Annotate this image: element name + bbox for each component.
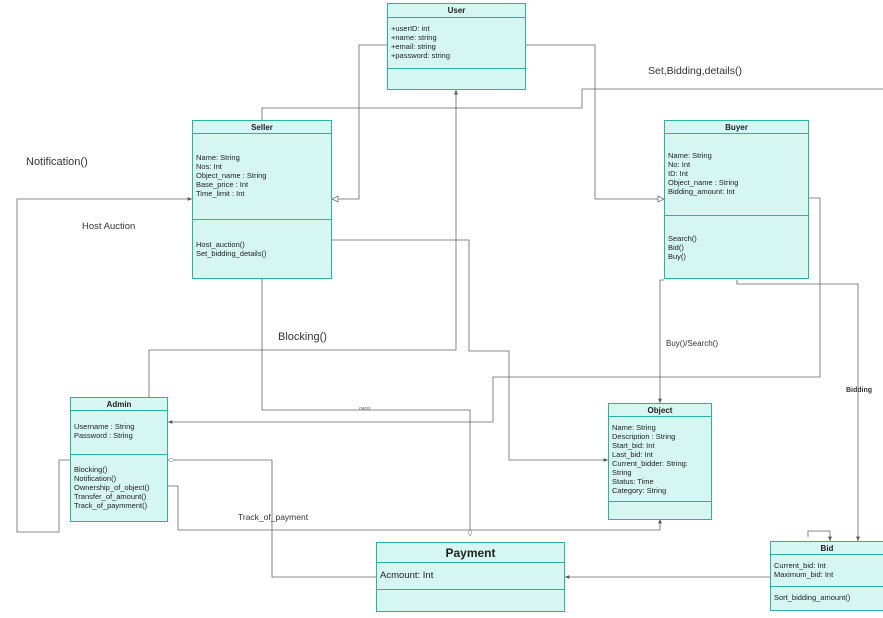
attribute: Password : String: [74, 431, 133, 440]
class-buyer-attributes: Name: String No: Int ID: Int Object_name…: [665, 151, 808, 215]
method: Search(): [668, 234, 697, 243]
method: Transfer_of_amount(): [74, 492, 147, 501]
class-admin-title: Admin: [71, 398, 167, 411]
attribute: Acmount: Int: [380, 570, 434, 581]
label-host-auction: Host Auction: [82, 221, 136, 232]
edge-seller-owns-payment: [261, 279, 473, 537]
class-seller-title: Seller: [193, 121, 331, 134]
attribute: Last_bid: Int: [612, 450, 653, 459]
label-owns: owns: [359, 406, 371, 412]
class-bid-title: Bid: [771, 542, 883, 555]
attribute: +userID: int: [391, 24, 430, 33]
class-user[interactable]: User +userID: int +name: string +email: …: [387, 3, 526, 90]
attribute: +password: string: [391, 51, 450, 60]
class-payment-methods: [377, 589, 564, 611]
label-track-of-payment: Track_of_payment: [238, 512, 309, 522]
attribute: Current_bid: Int: [774, 561, 826, 570]
attribute: Username : String: [74, 422, 135, 431]
edge-seller-inherits-user: [332, 44, 387, 199]
edge-notification: [16, 197, 192, 533]
edge-seller-set-bidding-details: [261, 88, 883, 120]
attribute: Bidding_amount: Int: [668, 187, 735, 196]
method: Notification(): [74, 474, 117, 483]
method: Bid(): [668, 243, 684, 252]
class-buyer-title: Buyer: [665, 121, 808, 134]
label-buy-search: Buy()/Search(): [666, 339, 719, 348]
edge-seller-object: [332, 239, 608, 462]
attribute: Base_price : Int: [196, 180, 249, 189]
method: Ownership_of_object(): [74, 483, 150, 492]
class-user-attributes: +userID: int +name: string +email: strin…: [388, 24, 525, 68]
class-bid-methods: Sort_bidding_amount(): [771, 586, 883, 610]
class-payment-title: Payment: [377, 543, 564, 563]
edge-admin-blocking: [148, 90, 458, 397]
attribute: +email: string: [391, 42, 436, 51]
class-object-title: Object: [609, 404, 711, 417]
class-admin-attributes: Username : String Password : String: [71, 422, 167, 454]
class-object-attributes: Name: String Description : String Start_…: [609, 423, 711, 501]
attribute: Name: String: [612, 423, 656, 432]
attribute: ID: Int: [668, 169, 689, 178]
edge-admin-payment-aggregation: [167, 457, 376, 578]
attribute: Name: String: [196, 153, 240, 162]
class-payment-attributes: Acmount: Int: [377, 563, 564, 589]
label-bidding: Bidding: [846, 387, 873, 394]
attribute: String: [612, 468, 632, 477]
class-payment[interactable]: Payment Acmount: Int: [376, 542, 565, 612]
attribute: +name: string: [391, 33, 437, 42]
edge-bid-self: [807, 530, 832, 541]
edge-admin-track-payment: [168, 485, 662, 531]
class-admin[interactable]: Admin Username : String Password : Strin…: [70, 397, 168, 522]
method: Buy(): [668, 252, 686, 261]
attribute: Status: Time: [612, 477, 654, 486]
method: Host_auction(): [196, 240, 245, 249]
method: Set_bidding_details(): [196, 249, 267, 258]
label-notification: Notification(): [26, 156, 88, 168]
class-object[interactable]: Object Name: String Description : String…: [608, 403, 712, 520]
edge-buyer-inherits-user: [526, 44, 664, 199]
label-blocking: Blocking(): [278, 331, 327, 343]
class-buyer[interactable]: Buyer Name: String No: Int ID: Int Objec…: [664, 120, 809, 279]
method: Sort_bidding_amount(): [774, 593, 851, 602]
attribute: Name: String: [668, 151, 712, 160]
attribute: Object_name : String: [196, 171, 267, 180]
edge-buyer-admin: [168, 197, 821, 424]
class-bid-attributes: Current_bid: Int Maximum_bid: Int: [771, 561, 883, 586]
attribute: Maximum_bid: Int: [774, 570, 834, 579]
attribute: Start_bid: Int: [612, 441, 655, 450]
attribute: Time_limit : Int: [196, 189, 245, 198]
class-seller-attributes: Name: String Nos: Int Object_name : Stri…: [193, 153, 331, 219]
class-seller-methods: Host_auction() Set_bidding_details(): [193, 219, 331, 278]
class-user-title: User: [388, 4, 525, 18]
attribute: Current_bidder: String:: [612, 459, 688, 468]
class-buyer-methods: Search() Bid() Buy(): [665, 215, 808, 278]
attribute: Object_name : String: [668, 178, 739, 187]
method: Blocking(): [74, 465, 108, 474]
edge-buyer-bid: [736, 280, 860, 541]
class-object-methods: [609, 501, 711, 519]
class-bid[interactable]: Bid Current_bid: Int Maximum_bid: Int So…: [770, 541, 883, 611]
class-seller[interactable]: Seller Name: String Nos: Int Object_name…: [192, 120, 332, 279]
attribute: Description : String: [612, 432, 676, 441]
attribute: Category: String: [612, 486, 667, 495]
label-set-bidding-details: Set,Bidding,details(): [648, 65, 742, 77]
class-admin-methods: Blocking() Notification() Ownership_of_o…: [71, 454, 167, 521]
class-user-methods: [388, 68, 525, 89]
edge-buyer-buy-search: [658, 279, 664, 403]
attribute: No: Int: [668, 160, 691, 169]
attribute: Nos: Int: [196, 162, 222, 171]
method: Track_of_paymment(): [74, 501, 148, 510]
